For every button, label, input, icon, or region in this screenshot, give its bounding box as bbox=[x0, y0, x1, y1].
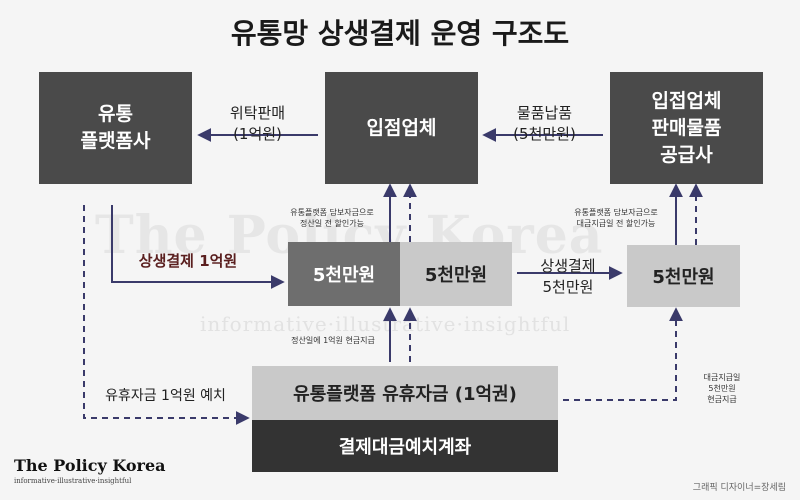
note-payment: 대금지급일 5천만원 현금지급 bbox=[703, 373, 741, 404]
note-discount-left: 유통플랫폼 담보자금으로 정산일 전 할인가능 bbox=[290, 208, 374, 228]
arrow-sangsaeng-1 bbox=[111, 205, 285, 289]
label-sangsaeng-1: 상생결제 1억원 bbox=[138, 252, 238, 270]
box-amount-left: 5천만원 bbox=[288, 242, 400, 306]
box-amount-mid: 5천만원 bbox=[400, 242, 512, 306]
arrow-deposit bbox=[83, 205, 250, 425]
brand-tagline: informative·illustrative·insightful bbox=[14, 477, 132, 485]
diagram-title: 유통망 상생결제 운영 구조도 bbox=[230, 17, 570, 50]
box-amount-right: 5천만원 bbox=[627, 245, 740, 307]
box-vendor: 입점업체 bbox=[325, 72, 478, 184]
box-deposit-title: 유통플랫폼 유휴자금 (1억권) bbox=[252, 366, 558, 420]
box-distributor: 유통 플랫폼사 bbox=[39, 72, 192, 184]
brand-logo: The Policy Korea bbox=[14, 456, 166, 475]
label-delivery: 물품납품 (5천만원) bbox=[513, 104, 576, 143]
box-supplier: 입접업체 판매물품 공급사 bbox=[610, 72, 763, 184]
label-consign: 위탁판매 (1억원) bbox=[229, 104, 286, 143]
designer-credit: 그래픽 디자이너=장세림 bbox=[692, 483, 786, 493]
box-deposit-account: 결제대금예치계좌 bbox=[252, 420, 558, 472]
label-deposit-1: 유휴자금 1억원 예치 bbox=[105, 388, 226, 404]
label-sangsaeng-5: 상생결제 5천만원 bbox=[540, 257, 596, 296]
note-discount-right: 유통플랫폼 담보자금으로 대금지급일 전 할인가능 bbox=[574, 208, 658, 228]
arrow-deposit-to-right bbox=[563, 307, 683, 401]
note-settlement: 정산일에 1억원 현금지급 bbox=[291, 336, 375, 345]
